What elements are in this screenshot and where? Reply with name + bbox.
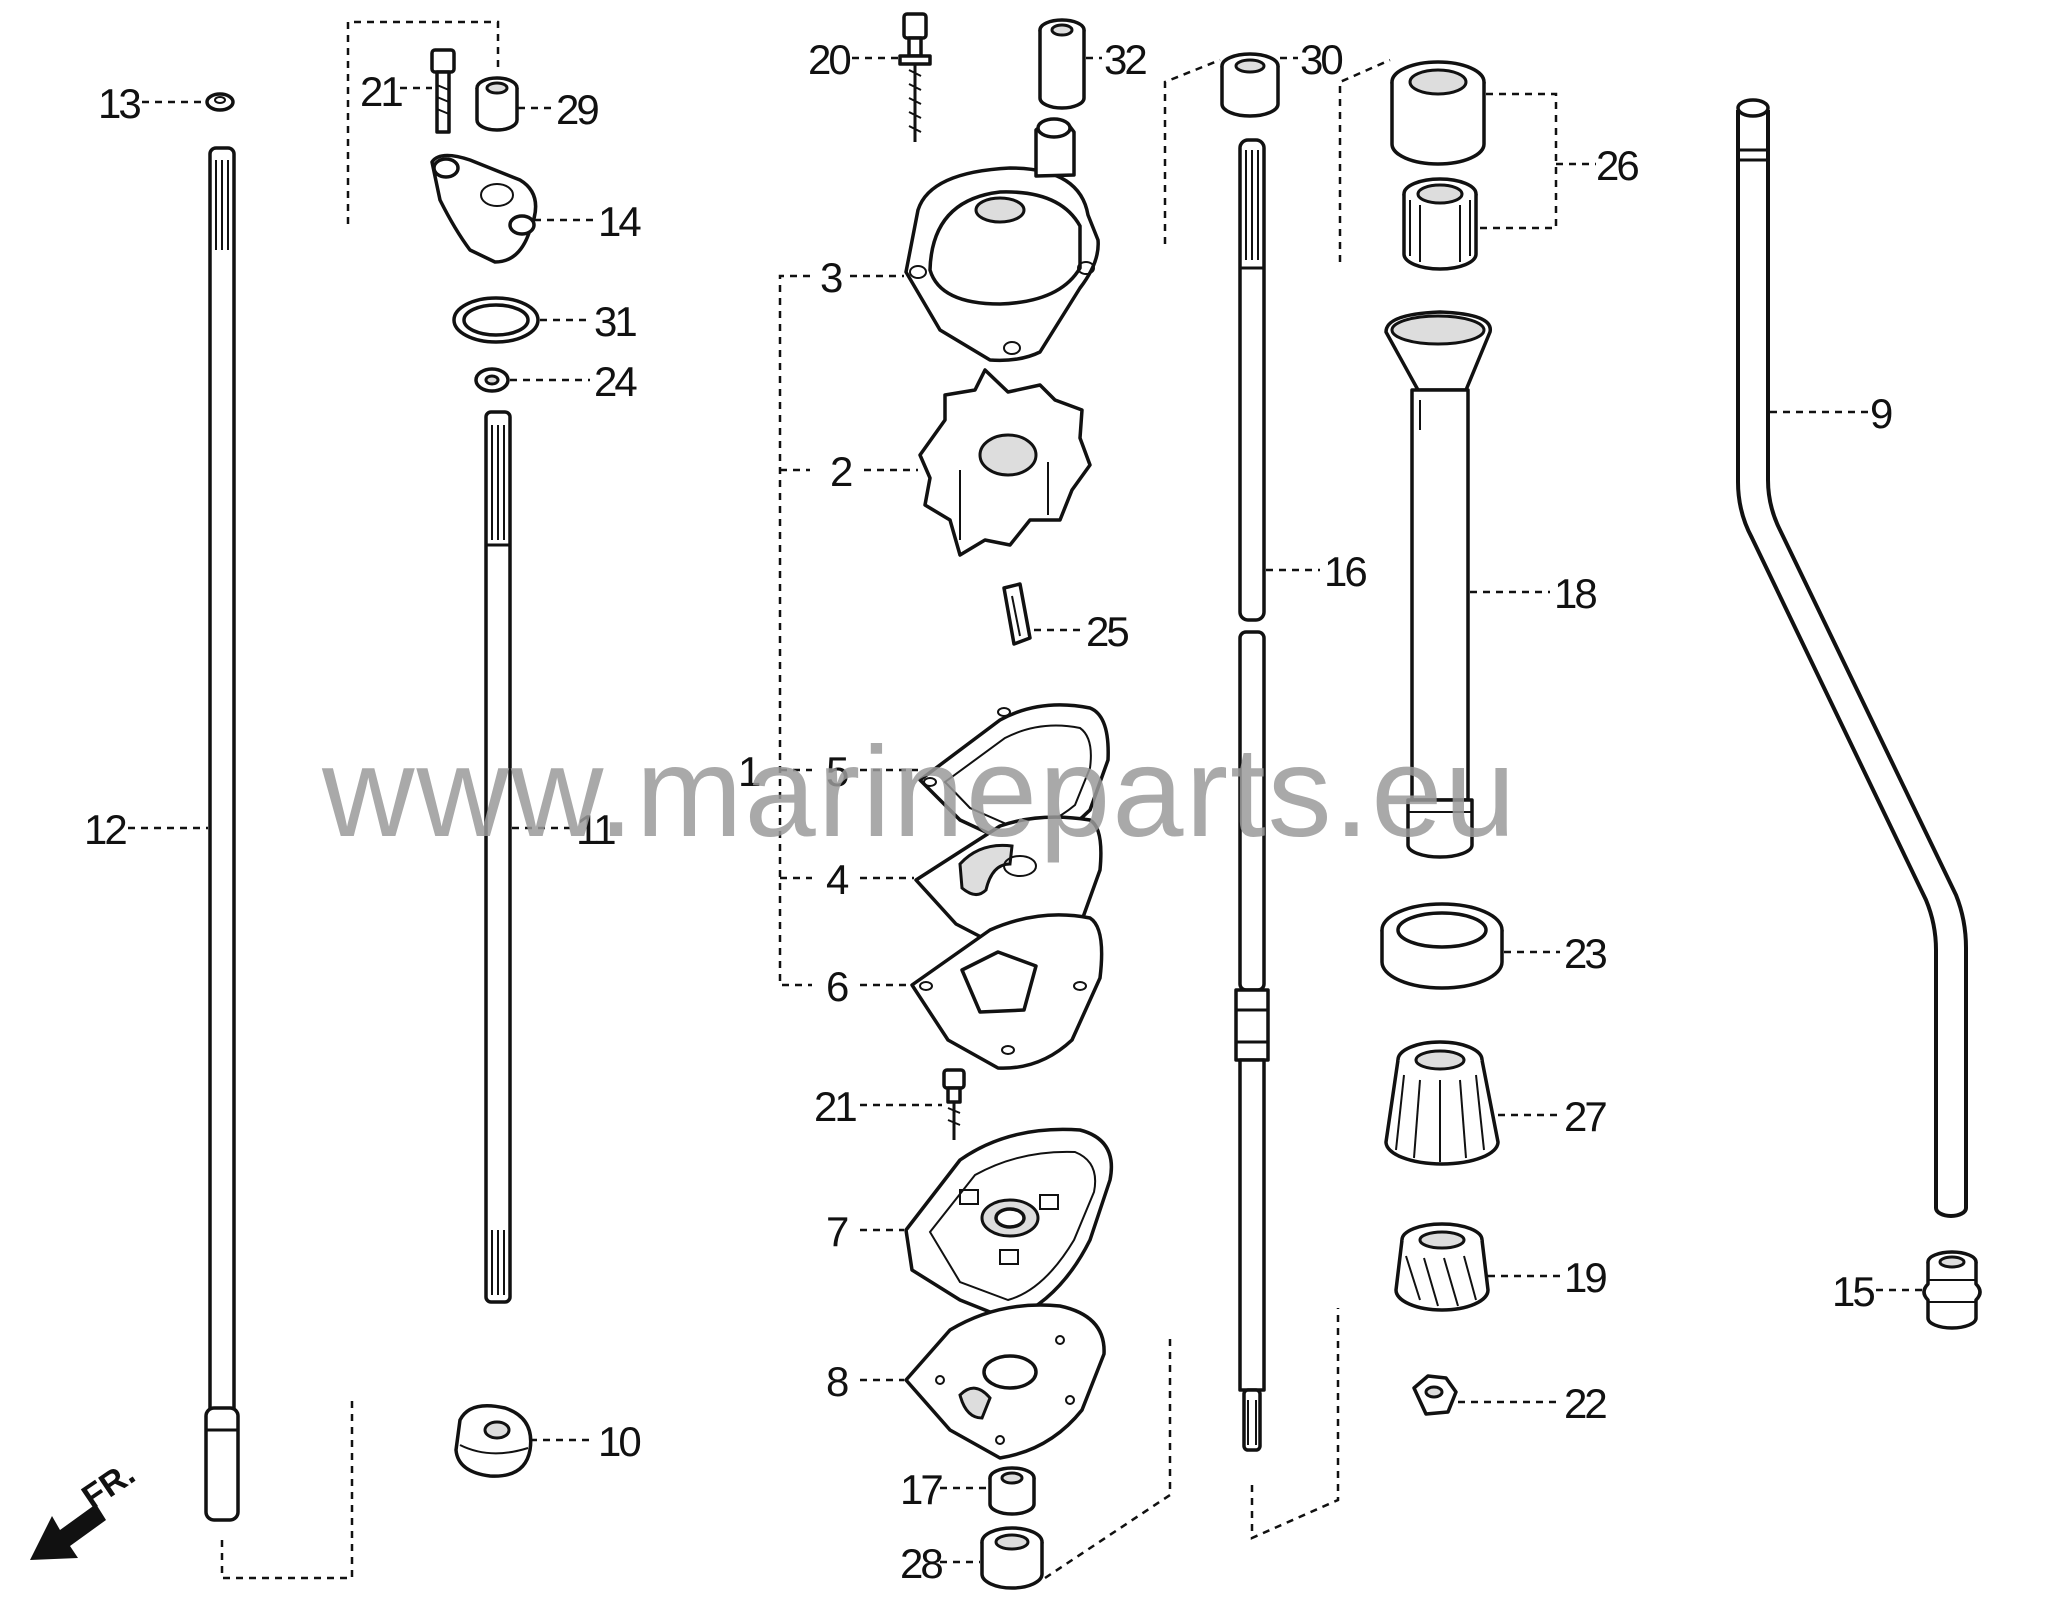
label-29: 29	[556, 86, 598, 133]
part-7-pump-case[interactable]	[904, 1127, 1114, 1322]
part-21-bolt-upper[interactable]	[430, 48, 456, 134]
label-8: 8	[826, 1358, 848, 1405]
watermark-text: www.marineparts.eu	[321, 721, 1518, 864]
front-marker-label: FR.	[75, 1454, 142, 1516]
group-bracket-pump-kit	[778, 274, 812, 987]
part-22-nut[interactable]	[1412, 1374, 1458, 1416]
label-7: 7	[826, 1208, 848, 1255]
group-bracket-shaft-base	[220, 1400, 354, 1580]
part-2-impeller[interactable]	[918, 368, 1092, 557]
label-14: 14	[598, 198, 641, 245]
label-17: 17	[900, 1466, 942, 1513]
label-16: 16	[1324, 548, 1366, 595]
part-26-bearing-kit[interactable]	[1390, 60, 1486, 271]
label-21a: 21	[360, 68, 402, 115]
leader-26	[1478, 92, 1558, 230]
label-20: 20	[808, 36, 850, 83]
part-13-nut[interactable]	[205, 92, 235, 112]
label-32: 32	[1104, 36, 1146, 83]
part-19-pinion-gear[interactable]	[1394, 1222, 1490, 1312]
front-direction-arrow-icon	[30, 1504, 106, 1560]
group-bracket-upper-shaft	[1163, 58, 1221, 244]
part-6-gasket[interactable]	[910, 913, 1104, 1070]
label-27: 27	[1564, 1093, 1606, 1140]
label-18: 18	[1554, 570, 1596, 617]
part-25-key[interactable]	[1002, 582, 1032, 646]
part-29-collar[interactable]	[475, 76, 519, 132]
label-3: 3	[820, 254, 842, 301]
part-15-grommet[interactable]	[1922, 1250, 1982, 1330]
part-3-pump-housing[interactable]	[904, 117, 1100, 363]
part-5-gasket[interactable]	[918, 703, 1110, 850]
label-31: 31	[594, 298, 636, 345]
part-17-seal[interactable]	[988, 1466, 1036, 1516]
part-28-bushing[interactable]	[980, 1526, 1044, 1590]
label-12: 12	[84, 806, 126, 853]
label-10: 10	[598, 1418, 640, 1465]
label-15: 15	[1832, 1268, 1874, 1315]
part-14-bearing-holder[interactable]	[430, 153, 538, 264]
label-2: 2	[830, 448, 852, 495]
label-28: 28	[900, 1540, 942, 1587]
part-23-seal-ring[interactable]	[1380, 902, 1504, 990]
part-27-tapered-bearing[interactable]	[1384, 1040, 1500, 1166]
part-30-seal[interactable]	[1220, 52, 1280, 118]
part-8-gasket[interactable]	[904, 1303, 1106, 1460]
group-bracket-lower-shaft	[1250, 1308, 1340, 1540]
part-11-shift-rod[interactable]	[484, 410, 512, 1304]
part-12-drive-shaft[interactable]	[204, 146, 240, 1522]
label-13: 13	[98, 80, 140, 127]
label-19: 19	[1564, 1254, 1606, 1301]
part-32-tube[interactable]	[1038, 18, 1086, 110]
label-11: 11	[576, 806, 615, 853]
part-31-o-ring[interactable]	[452, 296, 540, 344]
part-18-guide-tube[interactable]	[1384, 310, 1492, 859]
label-23: 23	[1564, 930, 1606, 977]
label-9: 9	[1870, 390, 1892, 437]
label-6: 6	[826, 963, 848, 1010]
label-25: 25	[1086, 608, 1128, 655]
group-bracket-top-left	[346, 20, 500, 224]
label-30: 30	[1300, 36, 1342, 83]
part-16-driveshaft[interactable]	[1234, 138, 1270, 1452]
label-24: 24	[594, 358, 637, 405]
part-9-water-tube[interactable]	[1736, 98, 1968, 1218]
part-20-stud-bolt[interactable]	[898, 12, 932, 142]
part-10-grommet[interactable]	[454, 1404, 533, 1478]
group-bracket-upper-bearing	[1338, 58, 1391, 262]
part-24-washer[interactable]	[474, 367, 510, 393]
label-22: 22	[1564, 1380, 1606, 1427]
label-26: 26	[1596, 142, 1638, 189]
part-21-bolt-lower[interactable]	[942, 1068, 966, 1140]
label-21b: 21	[814, 1083, 856, 1130]
